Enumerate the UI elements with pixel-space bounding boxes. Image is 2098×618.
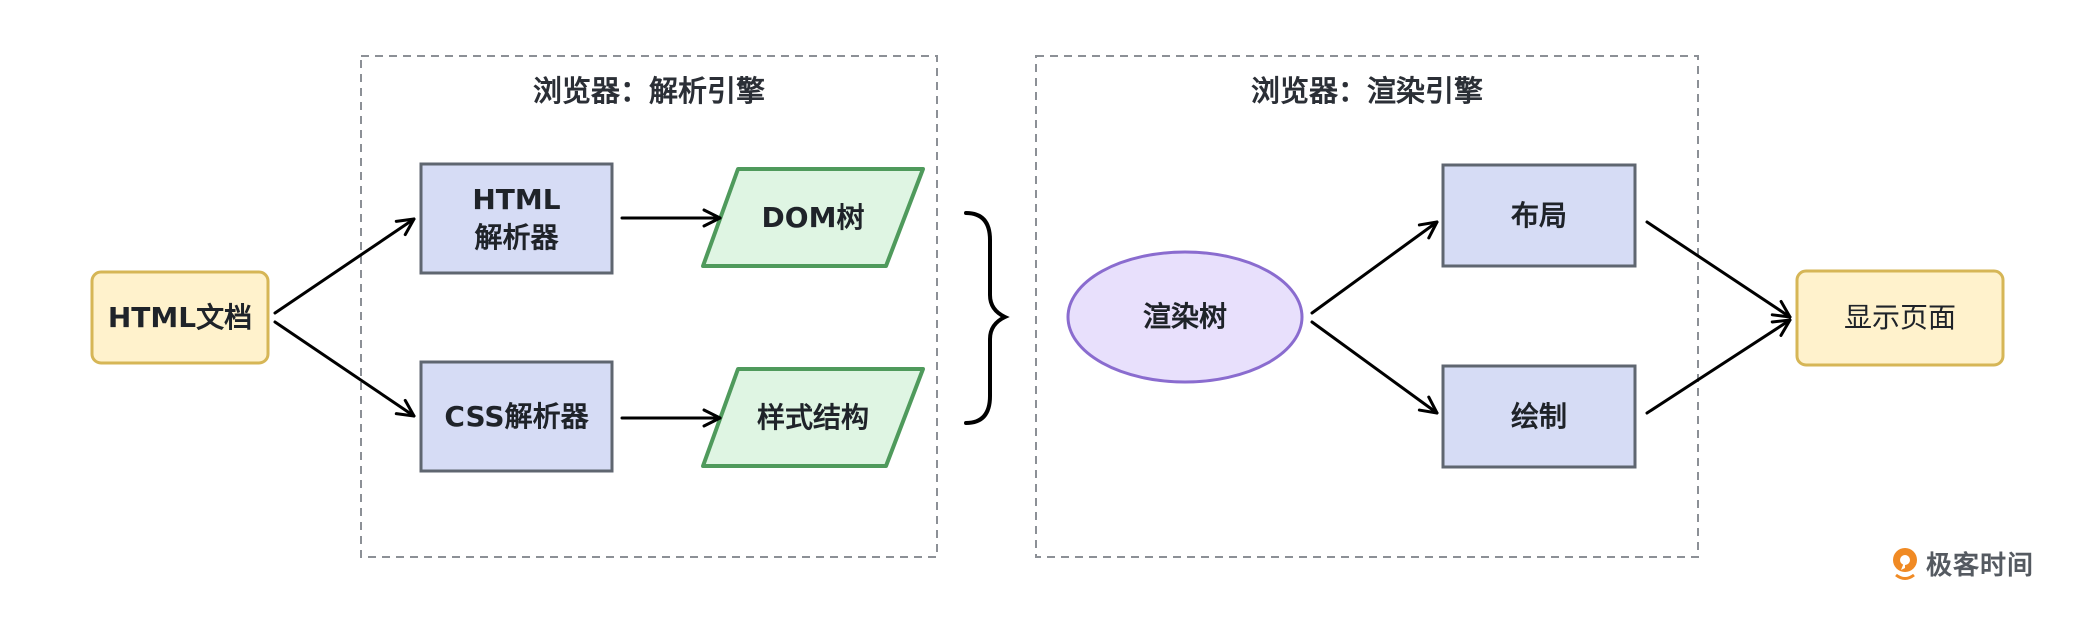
watermark-text: 极客时间 (1926, 551, 2035, 581)
edge-rendertree-paint (1310, 320, 1439, 415)
style-struct-node (701, 367, 925, 468)
css-parser-node (419, 360, 614, 473)
brace-merge (964, 211, 1010, 425)
render-engine-panel (1035, 55, 1699, 558)
html-parser-node (419, 162, 614, 275)
parse-engine-title: 浏览器：解析引擎 (532, 74, 765, 108)
edge-layout-display (1645, 220, 1792, 319)
render-tree-node (1066, 250, 1304, 384)
edge-htmldoc-cssparser (273, 320, 416, 418)
paint-node (1441, 364, 1637, 469)
html-doc-node (90, 270, 270, 365)
geektime-logo-icon (1893, 547, 1917, 580)
parse-engine-panel (360, 55, 938, 558)
layout-node (1441, 163, 1637, 268)
edge-htmldoc-htmlparser (273, 217, 416, 315)
render-engine-title: 浏览器：渲染引擎 (1250, 74, 1483, 108)
watermark: 极客时间 (1890, 545, 2034, 582)
display-page-node (1795, 269, 2005, 367)
dom-tree-node (701, 167, 925, 268)
edge-paint-display (1645, 318, 1792, 415)
edge-rendertree-layout (1310, 220, 1439, 315)
